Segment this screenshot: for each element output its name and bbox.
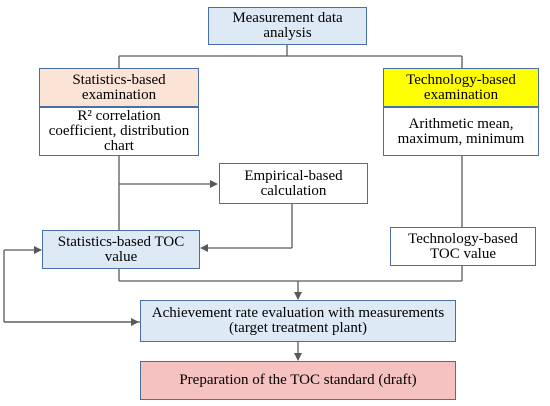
measurement-data-analysis-label: Measurement data analysis [232,10,343,41]
technology-toc-label: Technology-based TOC value [408,230,518,262]
technology-detail-label: Arithmetic mean, maximum, minimum [397,115,525,147]
technology-examination-box: Technology-based examination [383,68,539,107]
technology-examination-label: Technology-based examination [406,71,516,103]
statistics-toc-label: Statistics-based TOC value [57,233,185,265]
technology-toc-box: Technology-based TOC value [390,227,536,266]
technology-detail-box: Arithmetic mean, maximum, minimum [383,107,539,156]
empirical-calculation-label: Empirical-based calculation [244,167,343,199]
statistics-detail-label: R² correlation coefficient, distribution… [48,108,190,154]
empirical-calculation-box: Empirical-based calculation [219,163,368,204]
toc-standard-preparation-box: Preparation of the TOC standard (draft) [140,361,456,400]
statistics-examination-label: Statistics-based examination [72,71,166,103]
measurement-data-analysis-box: Measurement data analysis [208,7,367,45]
achievement-evaluation-box: Achievement rate evaluation with measure… [140,300,456,342]
statistics-toc-box: Statistics-based TOC value [42,230,200,269]
achievement-evaluation-label: Achievement rate evaluation with measure… [151,305,445,336]
statistics-detail-box: R² correlation coefficient, distribution… [39,107,199,156]
statistics-examination-box: Statistics-based examination [39,68,199,107]
toc-standard-preparation-label: Preparation of the TOC standard (draft) [179,372,417,388]
